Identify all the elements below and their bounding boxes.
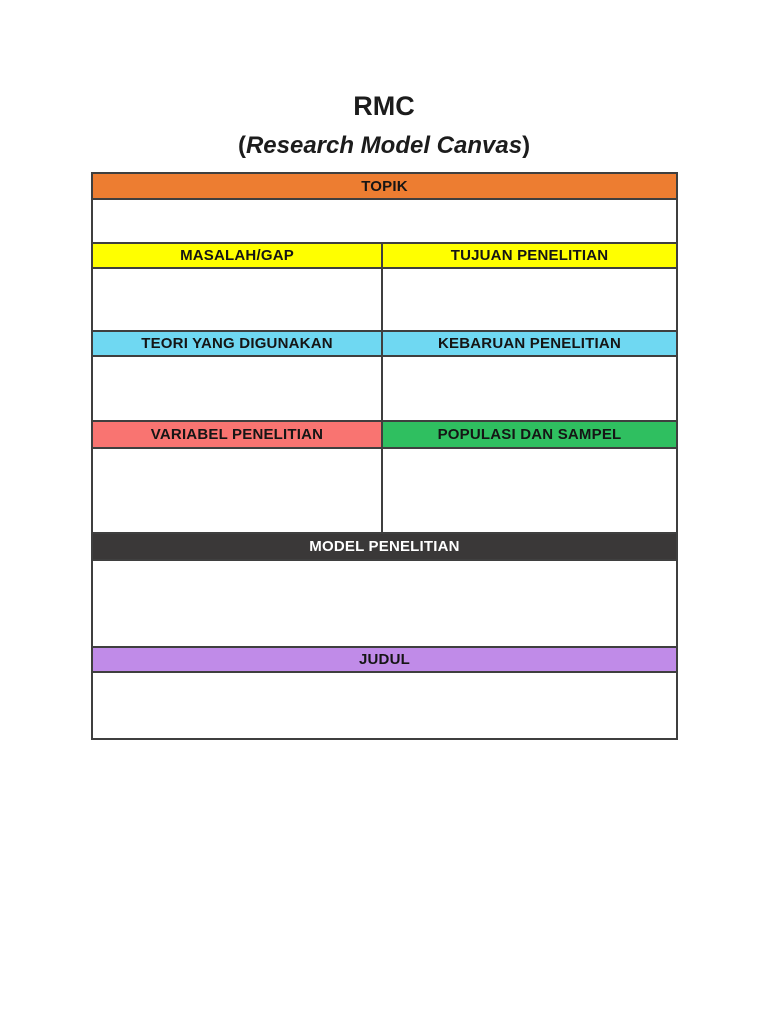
masalah-gap-content-cell xyxy=(93,269,383,330)
topik-header: TOPIK xyxy=(93,174,676,198)
subtitle-text: Research Model Canvas xyxy=(245,132,523,159)
teori-yang-digunakan-content-cell xyxy=(93,357,383,420)
judul-content-row xyxy=(93,673,676,738)
page-subtitle: (Research Model Canvas) xyxy=(0,132,768,160)
judul-content-cell xyxy=(93,673,676,738)
model-penelitian-content-row xyxy=(93,561,676,648)
subtitle-close-paren: ) xyxy=(522,132,531,159)
populasi-dan-sampel-content-cell xyxy=(383,449,676,532)
model-penelitian-header: MODEL PENELITIAN xyxy=(93,534,676,559)
masalah-tujuan-header-row: MASALAH/GAP TUJUAN PENELITIAN xyxy=(93,244,676,269)
research-model-canvas-table: TOPIK MASALAH/GAP TUJUAN PENELITIAN TEOR… xyxy=(91,172,678,740)
topik-header-row: TOPIK xyxy=(93,174,676,200)
judul-header: JUDUL xyxy=(93,648,676,671)
kebaruan-penelitian-content-cell xyxy=(383,357,676,420)
teori-kebaruan-header-row: TEORI YANG DIGUNAKAN KEBARUAN PENELITIAN xyxy=(93,332,676,357)
judul-header-row: JUDUL xyxy=(93,648,676,673)
page-title: RMC xyxy=(353,91,415,121)
topik-content-cell xyxy=(93,200,676,242)
model-penelitian-header-row: MODEL PENELITIAN xyxy=(93,534,676,561)
topik-content-row xyxy=(93,200,676,244)
teori-yang-digunakan-header: TEORI YANG DIGUNAKAN xyxy=(93,332,383,355)
tujuan-penelitian-content-cell xyxy=(383,269,676,330)
variabel-populasi-header-row: VARIABEL PENELITIAN POPULASI DAN SAMPEL xyxy=(93,422,676,449)
masalah-gap-header: MASALAH/GAP xyxy=(93,244,383,267)
variabel-penelitian-content-cell xyxy=(93,449,383,532)
variabel-populasi-content-row xyxy=(93,449,676,534)
masalah-tujuan-content-row xyxy=(93,269,676,332)
subtitle-open-paren: ( xyxy=(237,132,246,159)
teori-kebaruan-content-row xyxy=(93,357,676,422)
model-penelitian-content-cell xyxy=(93,561,676,646)
populasi-dan-sampel-header: POPULASI DAN SAMPEL xyxy=(383,422,676,447)
variabel-penelitian-header: VARIABEL PENELITIAN xyxy=(93,422,383,447)
tujuan-penelitian-header: TUJUAN PENELITIAN xyxy=(383,244,676,267)
kebaruan-penelitian-header: KEBARUAN PENELITIAN xyxy=(383,332,676,355)
